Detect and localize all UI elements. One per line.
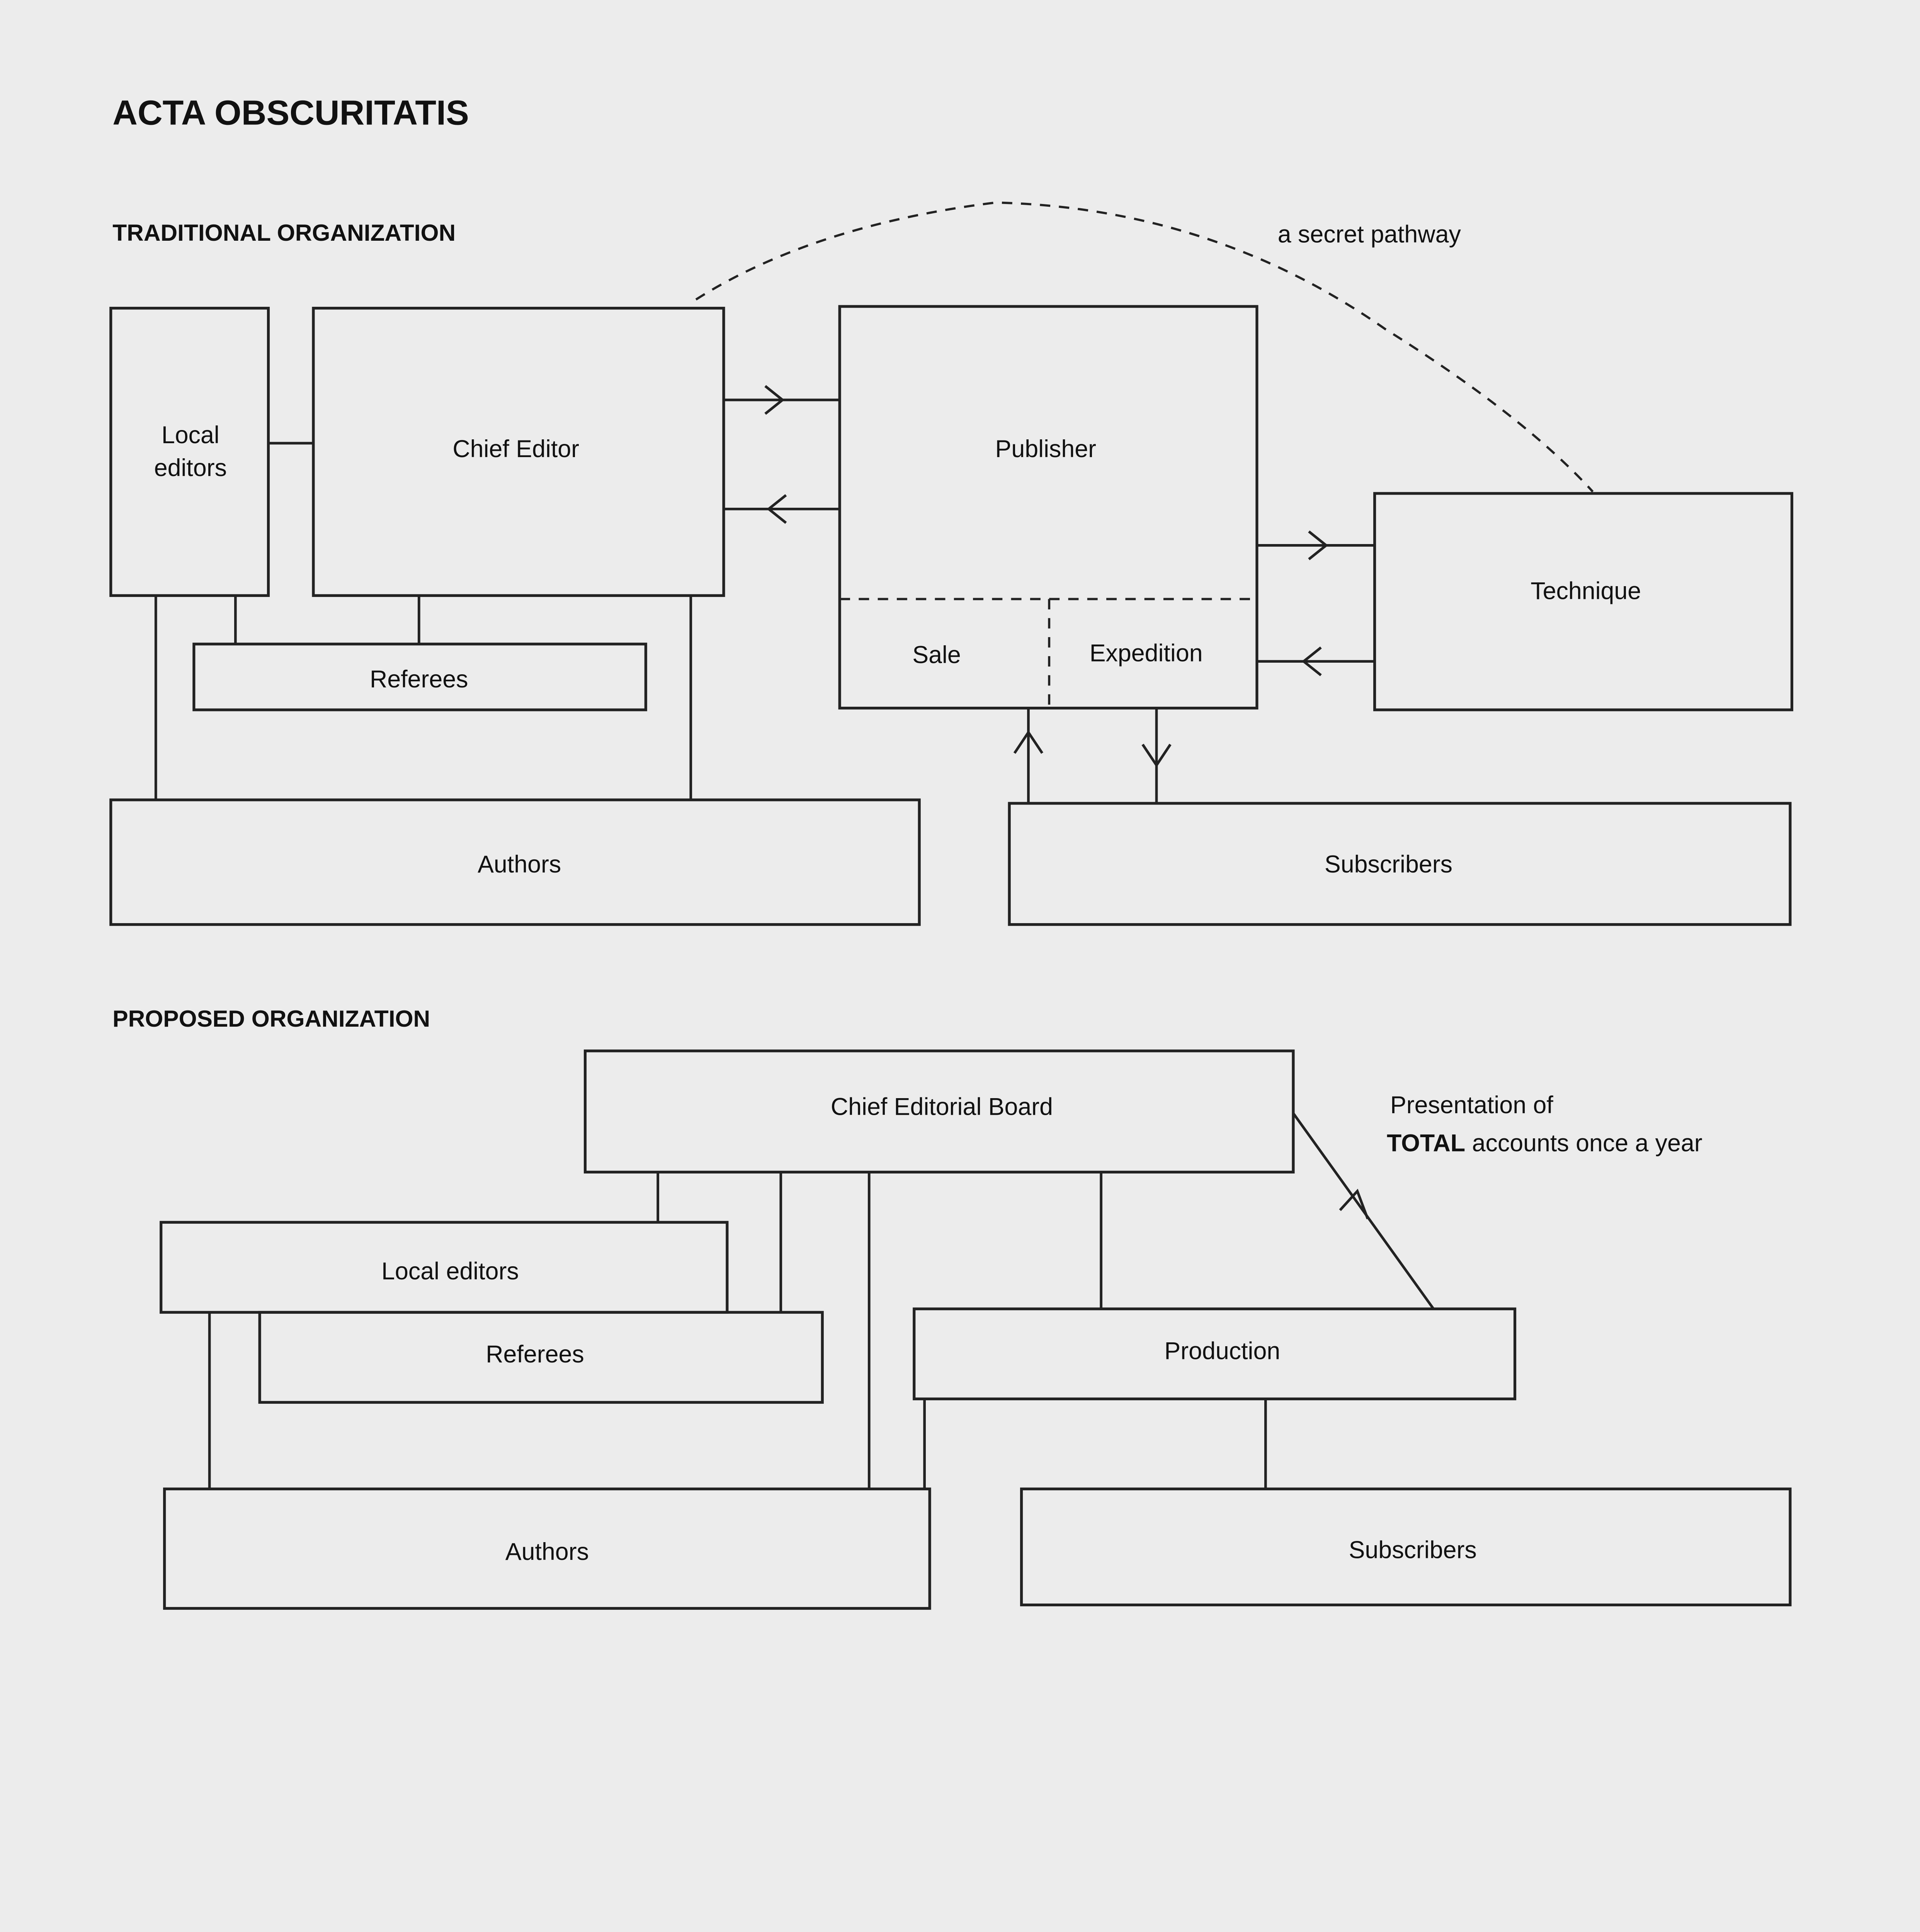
expedition-label: Expedition <box>1090 640 1203 667</box>
document-title: ACTA OBSCURITATIS <box>112 94 469 132</box>
referees-label: Referees <box>486 1341 584 1368</box>
secret-pathway-label: a secret pathway <box>1278 221 1461 248</box>
subscribers-label: Subscribers <box>1325 851 1452 878</box>
sale-label: Sale <box>912 641 961 668</box>
arrow-left-icon <box>767 494 787 524</box>
publisher-box <box>838 305 1258 710</box>
arrow-up-icon <box>1339 1189 1369 1219</box>
presentation-label-2: TOTAL accounts once a year <box>1387 1130 1702 1157</box>
arrow-right-icon <box>1308 530 1328 560</box>
local-editors-box <box>109 306 270 597</box>
local-editors-label-2: editors <box>154 454 227 481</box>
technique-label: Technique <box>1531 577 1641 604</box>
technique-box <box>1373 492 1794 711</box>
subscribers-label: Subscribers <box>1349 1537 1477 1564</box>
traditional-organization: TRADITIONAL ORGANIZATION a secret pathwa… <box>109 201 1794 926</box>
authors-label: Authors <box>505 1538 589 1565</box>
publisher-label: Publisher <box>995 435 1096 463</box>
referees-label: Referees <box>370 666 468 693</box>
secret-pathway-curve <box>695 201 1594 493</box>
subscribers-box <box>1008 802 1792 926</box>
chief-editor-label: Chief Editor <box>452 435 579 463</box>
chief-editor-box <box>312 306 725 597</box>
arrow-left-icon <box>1301 646 1322 677</box>
authors-label: Authors <box>478 851 561 878</box>
total-emphasis: TOTAL <box>1387 1130 1465 1157</box>
accounts-arrow <box>1292 1112 1435 1310</box>
local-editors-label: Local editors <box>381 1258 519 1285</box>
authors-box <box>109 798 921 926</box>
production-box <box>913 1307 1517 1400</box>
chief-editorial-board-box <box>583 1049 1295 1173</box>
presentation-label-1: Presentation of <box>1390 1092 1553 1119</box>
subscribers-box <box>1020 1487 1792 1607</box>
local-editors-label-1: Local <box>162 422 219 449</box>
referees-box <box>258 1311 824 1404</box>
arrow-up-icon <box>1013 730 1044 754</box>
proposed-heading: PROPOSED ORGANIZATION <box>112 1005 430 1032</box>
presentation-rest: accounts once a year <box>1465 1130 1702 1157</box>
arrow-right-icon <box>764 385 785 415</box>
arrow-down-icon <box>1141 743 1172 768</box>
chief-editorial-board-label: Chief Editorial Board <box>831 1094 1053 1121</box>
organization-diagram: ACTA OBSCURITATIS TRADITIONAL ORGANIZATI… <box>0 0 1920 1645</box>
production-label: Production <box>1164 1337 1280 1364</box>
proposed-organization: PROPOSED ORGANIZATION Chief Editorial Bo… <box>112 1005 1792 1610</box>
traditional-heading: TRADITIONAL ORGANIZATION <box>112 219 456 246</box>
authors-box <box>163 1487 931 1610</box>
paper-background <box>0 0 1920 1645</box>
